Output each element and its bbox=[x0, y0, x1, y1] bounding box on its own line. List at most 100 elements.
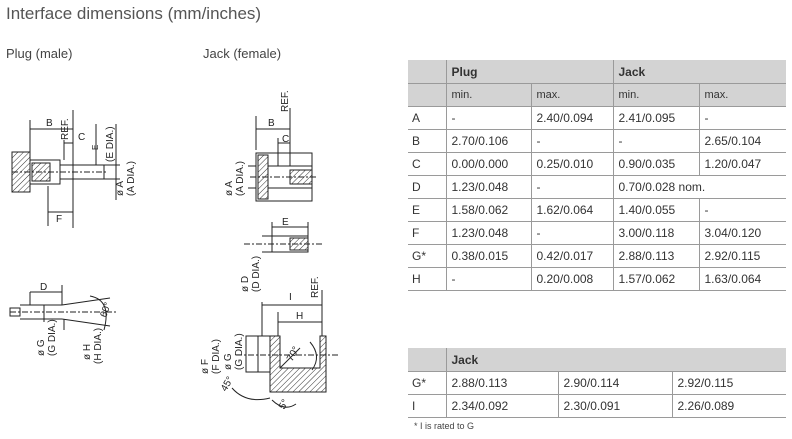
jack-angle-45-label: 45° bbox=[219, 375, 236, 394]
table-row: I 2.34/0.092 2.30/0.091 2.26/0.089 bbox=[408, 394, 786, 418]
plug-ref-label: REF. bbox=[60, 118, 71, 140]
jack-max-cell: 1.20/0.047 bbox=[698, 152, 786, 176]
jack-max-cell: - bbox=[698, 106, 786, 130]
jack-min-cell: 0.90/0.035 bbox=[612, 152, 699, 176]
value-cell: 2.88/0.113 bbox=[445, 371, 558, 395]
jack-max-cell: 3.04/0.120 bbox=[698, 221, 786, 245]
jack-ref-label: REF. bbox=[280, 90, 291, 112]
plug-angle-60-label: 60° bbox=[98, 301, 114, 319]
row-label: F bbox=[408, 221, 446, 245]
plug-min-cell: 0.00/0.000 bbox=[445, 152, 531, 176]
value-cell: 2.30/0.091 bbox=[557, 394, 672, 418]
jack-table-group-header: Jack bbox=[445, 348, 786, 372]
table-group-header-row: Plug Jack bbox=[408, 60, 786, 84]
interface-drawings: REF. B C E (E DIA.) ø A (A DIA.) F D ø G… bbox=[9, 90, 340, 412]
plug-max-cell: 1.62/0.064 bbox=[530, 198, 613, 222]
plug-min-cell: 1.58/0.062 bbox=[445, 198, 531, 222]
plug-min-cell: 1.23/0.048 bbox=[445, 175, 531, 199]
jack-angle-5-label: 5° bbox=[277, 398, 291, 412]
jack-heading: Jack (female) bbox=[203, 46, 282, 61]
row-label: A bbox=[408, 106, 446, 130]
jack-e-label: E bbox=[282, 217, 289, 228]
table-row: B 2.70/0.106 - - 2.65/0.104 bbox=[408, 129, 786, 153]
row-label: C bbox=[408, 152, 446, 176]
row-label: B bbox=[408, 129, 446, 153]
jack-nominal-cell: 0.70/0.028 nom. bbox=[612, 175, 786, 199]
table-label-header bbox=[408, 83, 446, 107]
jack-group-header: Jack bbox=[612, 60, 786, 84]
plug-f-label: F bbox=[56, 214, 62, 225]
jack-contact-drawing bbox=[244, 222, 324, 253]
jack-min-cell: 2.41/0.095 bbox=[612, 106, 699, 130]
plug-max-cell: 0.20/0.008 bbox=[530, 267, 613, 291]
table-row: G* 0.38/0.015 0.42/0.017 2.88/0.113 2.92… bbox=[408, 244, 786, 268]
plug-max-cell: - bbox=[530, 175, 613, 199]
jack-min-cell: 3.00/0.118 bbox=[612, 221, 699, 245]
plug-min-cell: 1.23/0.048 bbox=[445, 221, 531, 245]
jack-table-corner-cell bbox=[408, 348, 446, 372]
jack-max-cell: 2.92/0.115 bbox=[698, 244, 786, 268]
plug-a-dia-label: (A DIA.) bbox=[126, 161, 137, 196]
jack-d-dia-label: (D DIA.) bbox=[251, 256, 262, 292]
jack-section-ref-label: REF. bbox=[310, 276, 321, 298]
jack-g-dia-label: (G DIA.) bbox=[234, 333, 245, 370]
jack-min-cell: - bbox=[612, 129, 699, 153]
jack-section-drawing bbox=[231, 290, 340, 408]
row-label: E bbox=[408, 198, 446, 222]
plug-group-header: Plug bbox=[445, 60, 613, 84]
jack-g-label: ø G bbox=[223, 353, 234, 370]
plug-h-label: ø H bbox=[82, 344, 93, 360]
jack-min-header: min. bbox=[612, 83, 699, 107]
plug-min-cell: - bbox=[445, 267, 531, 291]
row-label: H bbox=[408, 267, 446, 291]
plug-pin-drawing bbox=[9, 285, 118, 331]
jack-table-header-row: Jack bbox=[408, 348, 786, 372]
plug-max-cell: 0.42/0.017 bbox=[530, 244, 613, 268]
value-cell: 2.26/0.089 bbox=[671, 394, 786, 418]
plug-min-header: min. bbox=[445, 83, 531, 107]
jack-a-dia-label: (A DIA.) bbox=[235, 161, 246, 196]
row-label: G* bbox=[408, 371, 446, 395]
plug-max-cell: 2.40/0.094 bbox=[530, 106, 613, 130]
jack-c-label: C bbox=[282, 134, 289, 145]
table-row: D 1.23/0.048 - 0.70/0.028 nom. bbox=[408, 175, 786, 199]
jack-g-i-table: Jack G* 2.88/0.113 2.90/0.114 2.92/0.115… bbox=[408, 348, 786, 418]
jack-h-label: H bbox=[296, 311, 303, 322]
plug-b-label: B bbox=[46, 118, 53, 129]
row-label: D bbox=[408, 175, 446, 199]
jack-min-cell: 1.57/0.062 bbox=[612, 267, 699, 291]
jack-d-label: ø D bbox=[240, 276, 251, 292]
jack-f-dia-label: (F DIA.) bbox=[211, 339, 222, 374]
row-label: I bbox=[408, 394, 446, 418]
plug-side-drawing bbox=[11, 110, 120, 228]
plug-min-cell: 2.70/0.106 bbox=[445, 129, 531, 153]
plug-max-header: max. bbox=[530, 83, 613, 107]
jack-max-cell: - bbox=[698, 198, 786, 222]
value-cell: 2.34/0.092 bbox=[445, 394, 558, 418]
plug-e-label: E bbox=[91, 145, 100, 150]
dimensions-table: Plug Jack min. max. min. max. A - 2.40/0… bbox=[408, 60, 786, 291]
plug-heading: Plug (male) bbox=[6, 46, 73, 61]
jack-a-label: ø A bbox=[224, 181, 235, 196]
row-label: G* bbox=[408, 244, 446, 268]
table-row: E 1.58/0.062 1.62/0.064 1.40/0.055 - bbox=[408, 198, 786, 222]
plug-max-cell: - bbox=[530, 129, 613, 153]
plug-max-cell: 0.25/0.010 bbox=[530, 152, 613, 176]
plug-min-cell: 0.38/0.015 bbox=[445, 244, 531, 268]
page-title: Interface dimensions (mm/inches) bbox=[6, 4, 262, 23]
jack-max-cell: 2.65/0.104 bbox=[698, 129, 786, 153]
footnote: * I is rated to G bbox=[414, 421, 475, 431]
table-row: A - 2.40/0.094 2.41/0.095 - bbox=[408, 106, 786, 130]
plug-min-cell: - bbox=[445, 106, 531, 130]
jack-b-label: B bbox=[268, 118, 275, 129]
plug-h-dia-label: (H DIA.) bbox=[93, 328, 104, 364]
table-row: C 0.00/0.000 0.25/0.010 0.90/0.035 1.20/… bbox=[408, 152, 786, 176]
value-cell: 2.92/0.115 bbox=[671, 371, 786, 395]
plug-max-cell: - bbox=[530, 221, 613, 245]
value-cell: 2.90/0.114 bbox=[557, 371, 672, 395]
table-corner-cell bbox=[408, 60, 446, 84]
table-row: F 1.23/0.048 - 3.00/0.118 3.04/0.120 bbox=[408, 221, 786, 245]
jack-f-label: ø F bbox=[200, 359, 211, 374]
plug-c-label: C bbox=[78, 132, 85, 143]
table-row: H - 0.20/0.008 1.57/0.062 1.63/0.064 bbox=[408, 267, 786, 291]
